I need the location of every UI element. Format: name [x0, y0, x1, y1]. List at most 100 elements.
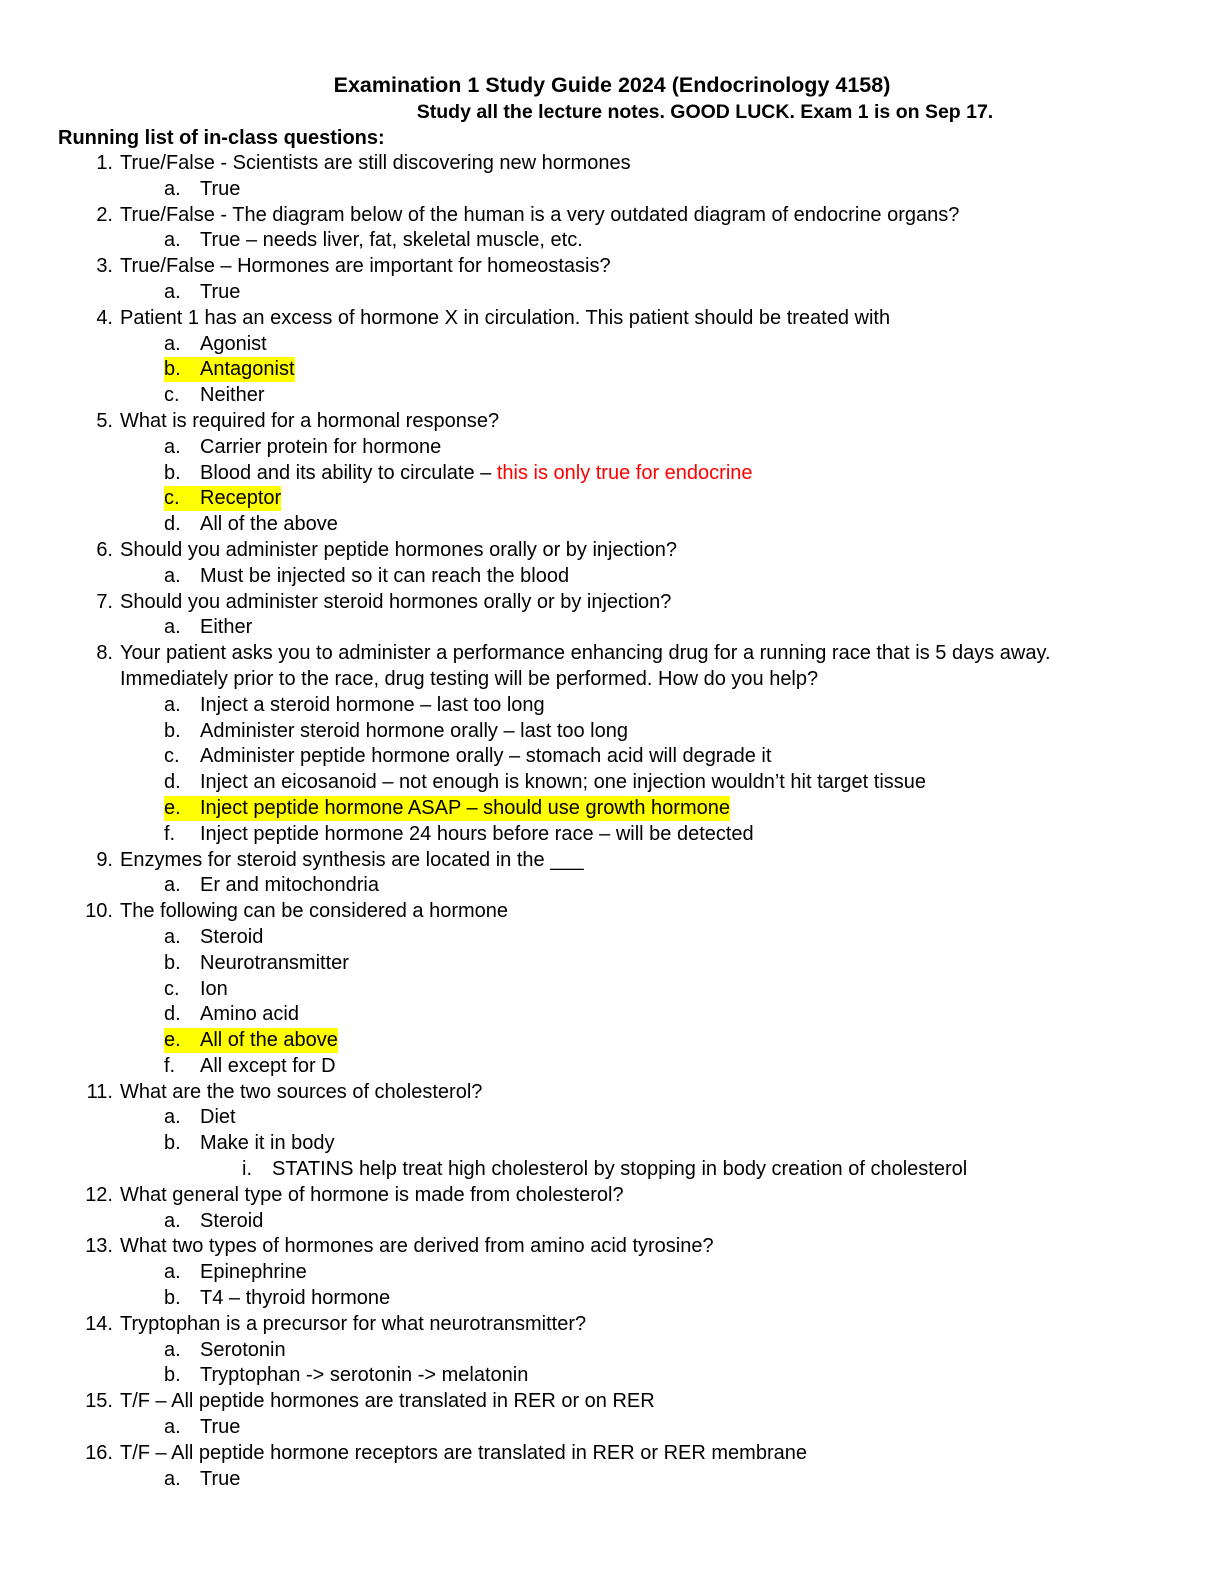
question-continuation: Immediately prior to the race, drug test…: [0, 667, 1224, 693]
line-text: What is required for a hormonal response…: [120, 409, 500, 432]
answer-text: Neurotransmitter: [200, 951, 349, 977]
line-text: The following can be considered a hormon…: [120, 900, 509, 923]
answer-number: a.: [164, 332, 181, 355]
answer-item: c.Receptor: [0, 486, 1224, 512]
line-text: Amino acid: [200, 1003, 299, 1026]
question-item: 11.What are the two sources of cholester…: [0, 1080, 1224, 1106]
line-text: Blood and its ability to circulate –: [200, 461, 497, 484]
answer-text: Administer steroid hormone orally – last…: [200, 719, 628, 745]
answer-text: Epinephrine: [200, 1260, 307, 1286]
answer-text: Make it in body: [200, 1131, 335, 1157]
line-text: True/False - The diagram below of the hu…: [120, 203, 960, 226]
line-text: Diet: [200, 1106, 236, 1129]
question-item: 13. What two types of hormones are derive…: [0, 1234, 1224, 1260]
answer-item: a.True: [0, 177, 1224, 203]
answer-item: a.Er and mitochondria: [0, 873, 1224, 899]
line-text: T/F – All peptide hormone receptors are …: [120, 1441, 807, 1464]
answer-text: All except for D: [200, 1054, 336, 1080]
question-text: The following can be considered a hormon…: [120, 899, 508, 925]
line-text: Either: [200, 616, 253, 639]
question-number: 13.: [85, 1235, 113, 1258]
answer-item: b. Tryptophan -> serotonin -> melatonin: [0, 1363, 1224, 1389]
question-number: 8.: [96, 642, 113, 665]
question-item: 1. True/False - Scientists are still disc…: [0, 151, 1224, 177]
question-number: 6.: [96, 538, 113, 561]
answer-item: e.Inject peptide hormone ASAP – should u…: [0, 795, 1224, 822]
answer-number: f.: [164, 1054, 176, 1077]
line-text: Ion: [200, 977, 228, 1000]
answer-number: f.: [164, 822, 176, 845]
line-text: All of the above: [200, 513, 338, 536]
answer-text: Inject an eicosanoid – not enough is kno…: [200, 770, 926, 796]
question-text: What are the two sources of cholesterol?: [120, 1080, 482, 1106]
line-text: True: [200, 177, 241, 200]
question-number: 1.: [96, 152, 113, 174]
question-number: 5.: [96, 409, 113, 432]
line-text: Serotonin: [200, 1338, 286, 1361]
question-number: 12.: [85, 1183, 113, 1206]
line-text: Inject a steroid hormone – last too long: [200, 693, 545, 716]
answer-item: e.All of the above: [0, 1028, 1224, 1054]
answer-number: a.: [164, 693, 181, 716]
question-item: 8. Your patient asks you to administer a …: [0, 641, 1224, 667]
question-number: 2.: [96, 203, 113, 226]
answer-text: True – needs liver, fat, skeletal muscle…: [200, 228, 583, 254]
question-number: 10.: [85, 900, 113, 923]
answer-item: b.Blood and its ability to circulate – t…: [0, 461, 1224, 487]
answer-number: d.: [164, 771, 181, 794]
question-item: 14.Tryptophan is a precursor for what ne…: [0, 1312, 1224, 1338]
question-item: 6.Should you administer peptide hormones…: [0, 538, 1224, 564]
answer-text: Agonist: [200, 332, 267, 358]
answer-item: c. Ion: [0, 977, 1224, 1003]
answer-number: a.: [164, 229, 181, 252]
answer-text: Tryptophan -> serotonin -> melatonin: [200, 1363, 528, 1389]
answer-item: d.Amino acid: [0, 1002, 1224, 1028]
answer-text: Serotonin: [200, 1338, 286, 1364]
line-text: Neither: [200, 384, 265, 407]
line-text: What general type of hormone is made fro…: [120, 1183, 624, 1206]
answer-number: a.: [164, 1416, 181, 1439]
answer-text: Blood and its ability to circulate – thi…: [200, 461, 753, 487]
line-text: True: [200, 1467, 241, 1490]
question-text: Your patient asks you to administer a pe…: [120, 641, 1051, 667]
answer-number: a.: [164, 925, 181, 948]
question-text: T/F – All peptide hormone receptors are …: [120, 1441, 807, 1467]
line-text: Your patient asks you to administer a pe…: [120, 642, 1051, 665]
question-number: 3.: [96, 255, 113, 278]
line-text: Epinephrine: [200, 1261, 307, 1284]
answer-number: a.: [164, 1209, 181, 1232]
answer-item: a.True: [0, 1467, 1224, 1493]
line-text: Inject an eicosanoid – not enough is kno…: [200, 771, 927, 794]
answer-number: a.: [164, 1338, 181, 1361]
line-text: True/False - Scientists are still discov…: [120, 152, 631, 174]
line-text: Should you administer steroid hormones o…: [120, 590, 672, 613]
line-text: True – needs liver, fat, skeletal muscle…: [200, 229, 583, 252]
answer-text: Carrier protein for hormone: [200, 435, 441, 461]
answer-text: Antagonist: [200, 358, 295, 381]
question-item: 4.Patient 1 has an excess of hormone X i…: [0, 306, 1224, 332]
answer-item: a. Agonist: [0, 332, 1224, 358]
line-text: Must be injected so it can reach the blo…: [200, 564, 570, 587]
answer-number: b.: [164, 1364, 181, 1387]
answer-item: a.Steroid: [0, 925, 1224, 951]
line-text: True: [200, 280, 241, 303]
answer-number: c.: [164, 745, 180, 768]
question-number: 7.: [96, 590, 113, 613]
answer-text: STATINS help treat high cholesterol by s…: [272, 1157, 967, 1183]
answer-number: a.: [164, 435, 181, 458]
line-text: Patient 1 has an excess of hormone X in …: [120, 306, 891, 329]
answer-item: a.Diet: [0, 1105, 1224, 1131]
line-text: T/F – All peptide hormones are translate…: [120, 1390, 655, 1413]
line-text: True: [200, 1416, 241, 1439]
question-text: T/F – All peptide hormones are translate…: [120, 1389, 655, 1415]
question-item: 12. What general type of hormone is made …: [0, 1183, 1224, 1209]
question-item: 5. What is required for a hormonal respon…: [0, 409, 1224, 435]
answer-number: d.: [164, 513, 181, 536]
question-text: Patient 1 has an excess of hormone X in …: [120, 306, 890, 332]
answer-text: Ion: [200, 977, 228, 1003]
answer-item: c.Administer peptide hormone orally – st…: [0, 744, 1224, 770]
answer-number: c.: [164, 977, 180, 1000]
line-text: What two types of hormones are derived f…: [120, 1235, 714, 1258]
answer-text: True: [200, 280, 240, 306]
